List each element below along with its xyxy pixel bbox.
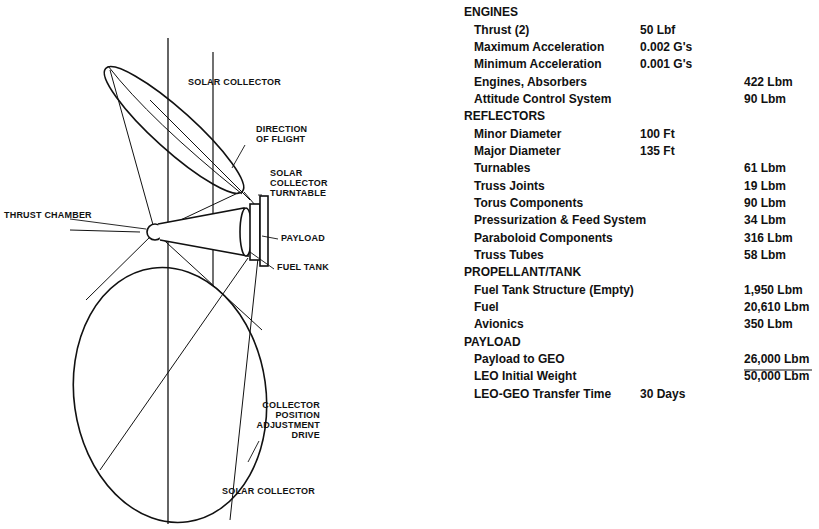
leader-lines — [70, 145, 278, 462]
table-cell: 61 Lbm — [744, 161, 786, 175]
table-cell: 422 Lbm — [744, 75, 793, 89]
table-cell: 50,000 Lbm — [744, 369, 809, 383]
table-cell: PROPELLANT/TANK — [464, 265, 581, 279]
callout-label: COLLECTOR POSITION ADJUSTMENT DRIVE — [240, 400, 320, 440]
table-cell: PAYLOAD — [464, 335, 521, 349]
table-cell: Minor Diameter — [474, 127, 561, 141]
callout-label: FUEL TANK — [277, 262, 329, 272]
table-cell: LEO Initial Weight — [474, 369, 576, 383]
callout-label: SOLAR COLLECTOR TURNTABLE — [270, 168, 340, 198]
table-cell: 0.001 G's — [640, 57, 692, 71]
table-cell: ENGINES — [464, 5, 518, 19]
collector-turntable — [260, 196, 268, 266]
table-cell: Maximum Acceleration — [474, 40, 604, 54]
table-cell: Major Diameter — [474, 144, 561, 158]
table-cell: Fuel — [474, 300, 499, 314]
table-cell: LEO-GEO Transfer Time — [474, 387, 611, 401]
table-cell: 26,000 Lbm — [744, 352, 809, 366]
table-cell: Truss Joints — [474, 179, 545, 193]
table-cell: 350 Lbm — [744, 317, 793, 331]
table-cell: 0.002 G's — [640, 40, 692, 54]
table-cell: REFLECTORS — [464, 109, 545, 123]
table-cell: Fuel Tank Structure (Empty) — [474, 283, 634, 297]
table-cell: Engines, Absorbers — [474, 75, 587, 89]
table-cell: Pressurization & Feed System — [474, 213, 646, 227]
table-cell: 20,610 Lbm — [744, 300, 809, 314]
table-cell: Minimum Acceleration — [474, 57, 602, 71]
strut-lines — [70, 70, 262, 520]
table-cell: Paraboloid Components — [474, 231, 613, 245]
table-cell: 34 Lbm — [744, 213, 786, 227]
callout-label: DIRECTION OF FLIGHT — [256, 124, 316, 144]
table-cell: 1,950 Lbm — [744, 283, 803, 297]
table-cell: 90 Lbm — [744, 92, 786, 106]
truss-line — [167, 38, 168, 524]
table-cell: 50 Lbf — [640, 23, 675, 37]
table-cell: 58 Lbm — [744, 248, 786, 262]
table-cell: Avionics — [474, 317, 524, 331]
table-cell: 135 Ft — [640, 144, 675, 158]
callout-label: SOLAR COLLECTOR — [222, 486, 315, 496]
table-cell: Payload to GEO — [474, 352, 565, 366]
table-cell: Attitude Control System — [474, 92, 611, 106]
callout-label: THRUST CHAMBER — [4, 210, 144, 220]
table-cell: Turnables — [474, 161, 530, 175]
table-cell: 30 Days — [640, 387, 685, 401]
table-cell: 100 Ft — [640, 127, 675, 141]
table-cell: Thrust (2) — [474, 23, 529, 37]
solar-collector — [92, 54, 256, 207]
table-cell: 316 Lbm — [744, 231, 793, 245]
table-cell: 19 Lbm — [744, 179, 786, 193]
table-cell: Torus Components — [474, 196, 583, 210]
fuel-tank — [158, 208, 248, 256]
callout-label: PAYLOAD — [281, 233, 325, 243]
callout-label: SOLAR COLLECTOR — [188, 77, 281, 87]
table-cell: 90 Lbm — [744, 196, 786, 210]
payload — [250, 204, 260, 260]
table-cell: Truss Tubes — [474, 248, 544, 262]
